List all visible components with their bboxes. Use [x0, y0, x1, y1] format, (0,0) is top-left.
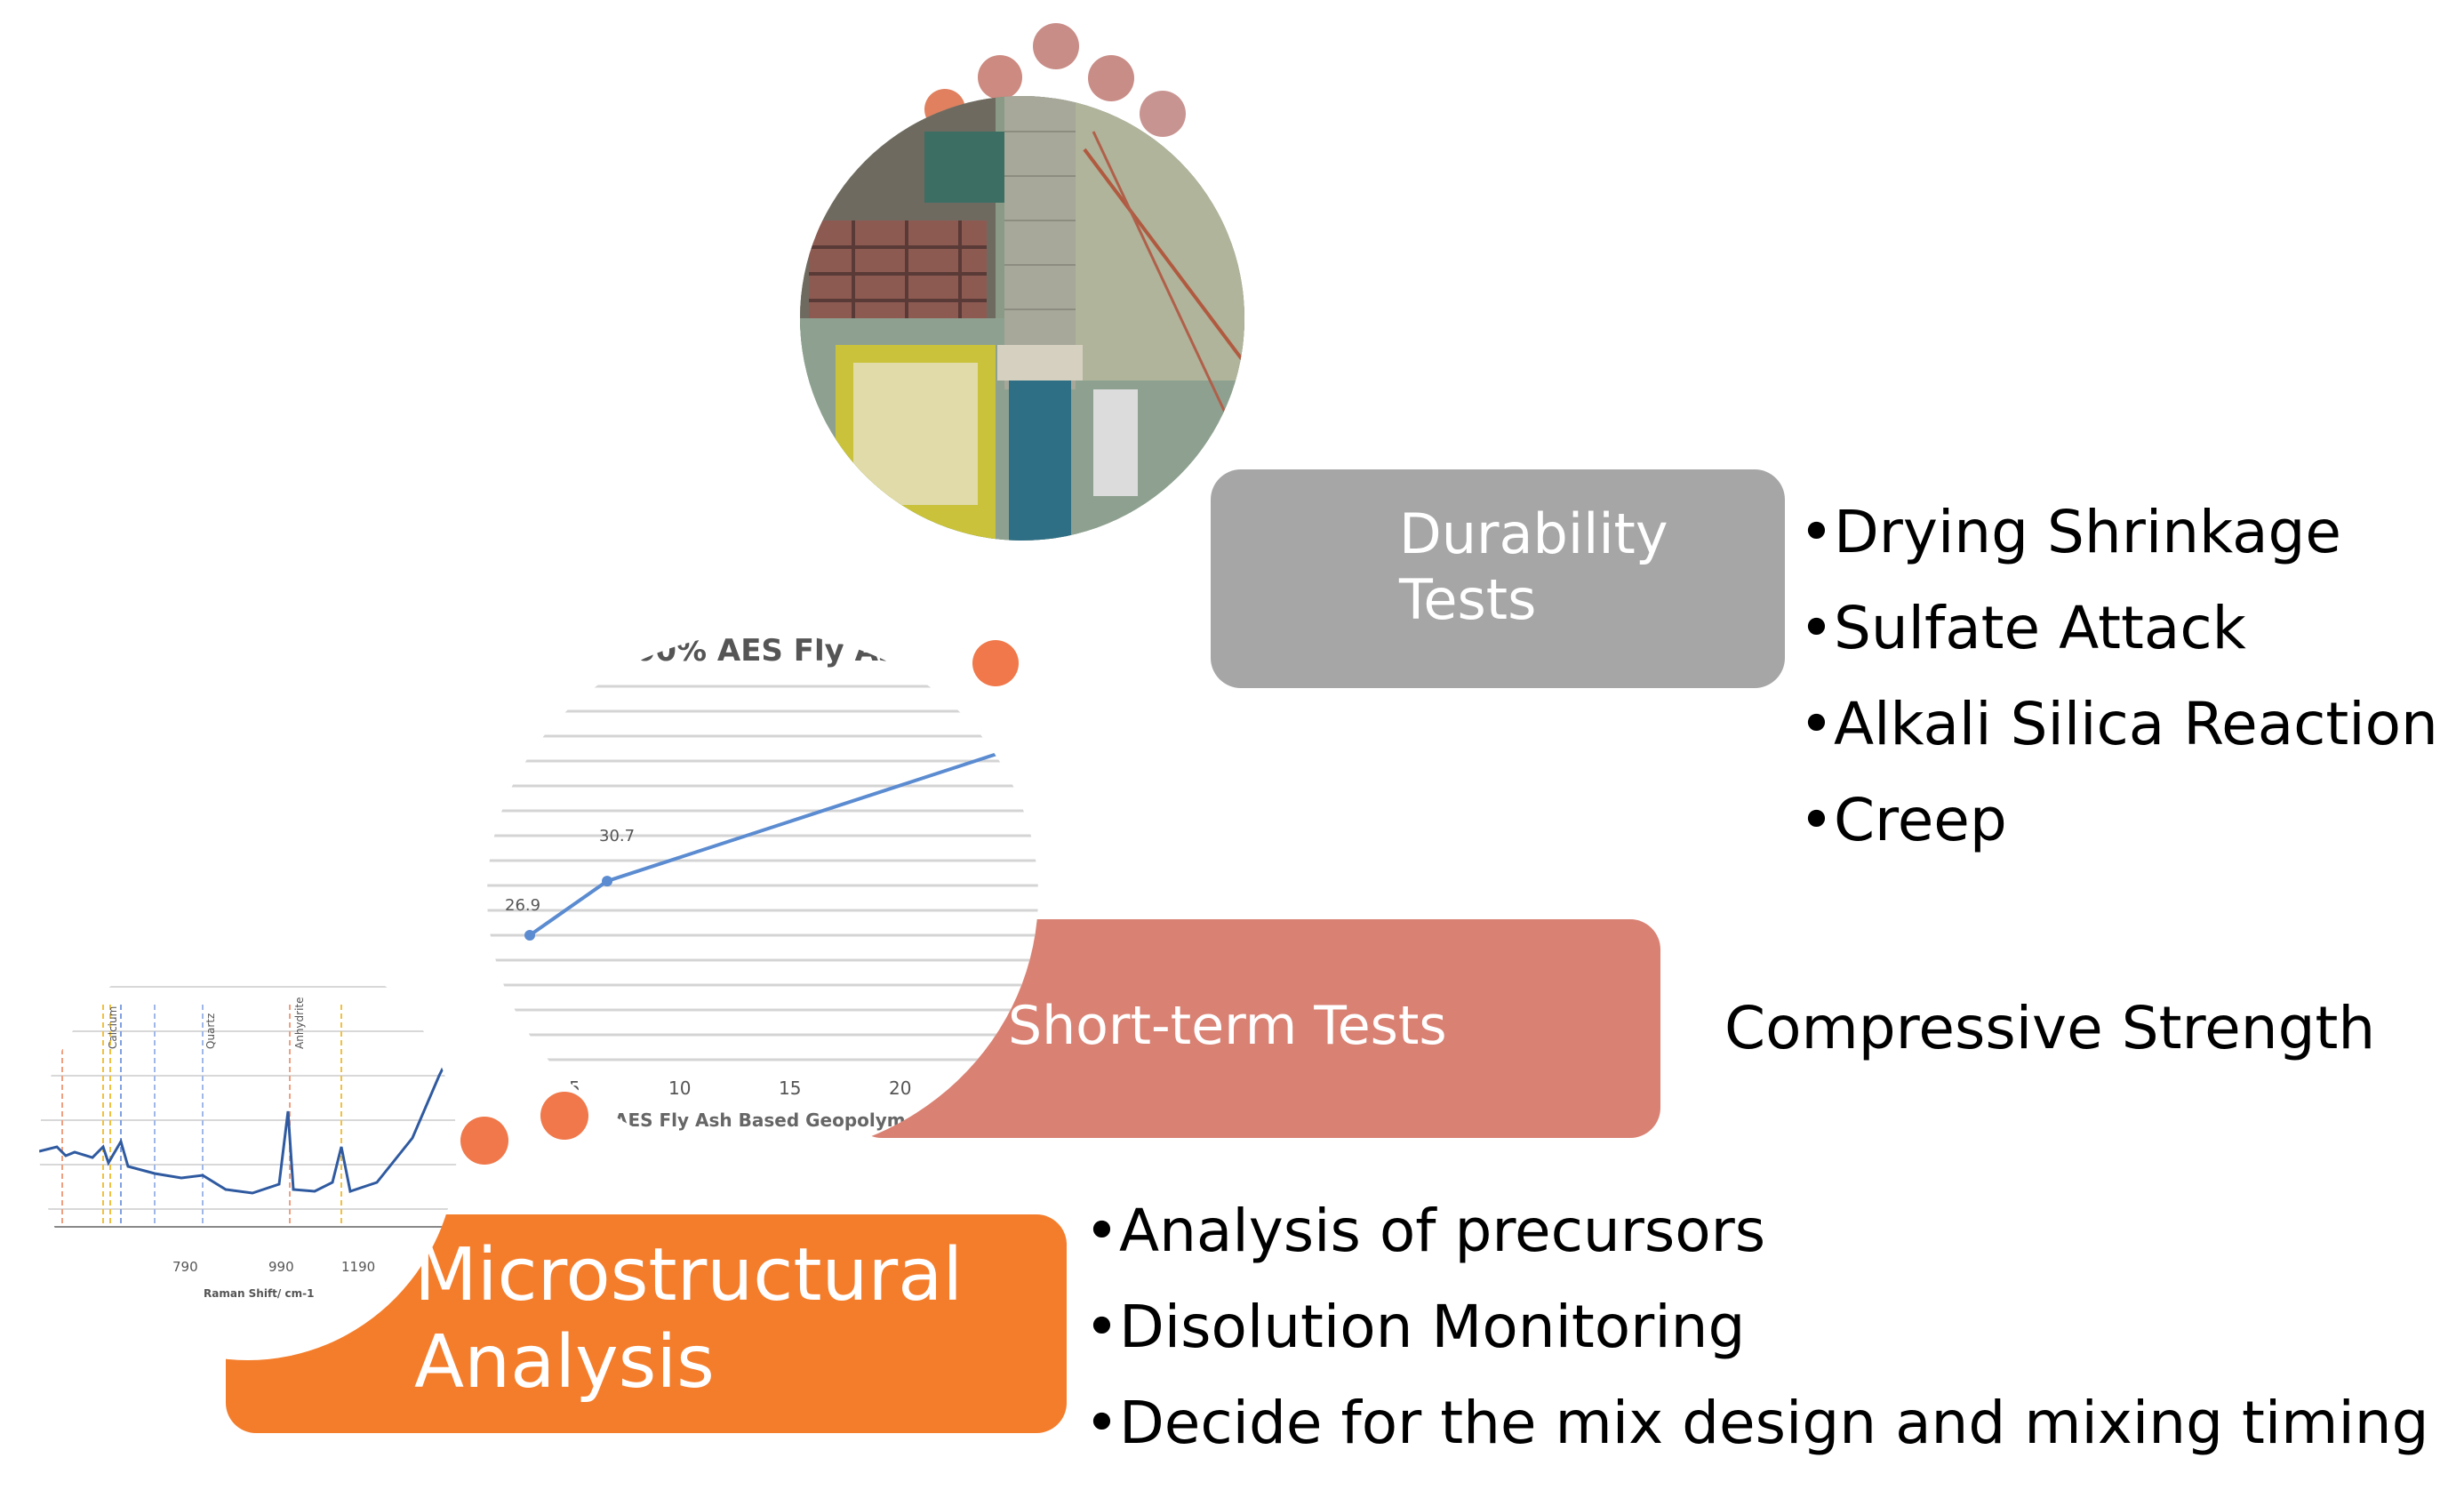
test-rig-photo-drawing: [800, 96, 1244, 541]
durability-label: Durability Tests: [1399, 501, 1668, 634]
connector-dot: [460, 1117, 508, 1165]
series-points: [524, 876, 613, 941]
microstructural-label-line2: Analysis: [414, 1320, 715, 1406]
data-point: [524, 930, 535, 941]
data-point: [602, 876, 613, 887]
microstructural-label: Microstructural Analysis: [414, 1232, 963, 1407]
raman-spectrum-line: [39, 1039, 457, 1195]
data-label: 30.7: [599, 827, 636, 845]
x-tick-label: 990: [268, 1259, 294, 1275]
list-item: Drying Shrinkage: [1799, 503, 2438, 562]
list-item: Sulfate Attack: [1799, 599, 2438, 658]
microstructural-list: Analysis of precursors Disolution Monito…: [1084, 1202, 2429, 1490]
chart-title: 100% AES Fly Ash: [613, 633, 918, 669]
chart-gridlines: [487, 685, 1038, 1061]
x-tick-label: 790: [172, 1259, 198, 1275]
connector-dot: [972, 640, 1019, 686]
list-item: Decide for the mix design and mixing tim…: [1084, 1394, 2429, 1453]
connector-dot: [540, 1092, 588, 1140]
peak-label: Quartz: [204, 1013, 217, 1049]
short-term-label: Short-term Tests: [1008, 995, 1447, 1057]
data-label: 26.9: [505, 896, 541, 915]
x-axis-label: Raman Shift/ cm-1: [204, 1287, 315, 1300]
test-rig-photo: [800, 96, 1244, 541]
connector-dot: [1088, 55, 1134, 101]
x-tick-label: 1190: [341, 1259, 376, 1275]
microstructural-label-line1: Microstructural: [414, 1233, 964, 1318]
connector-dot: [1033, 23, 1079, 69]
list-item: Alkali Silica Reaction: [1799, 695, 2438, 754]
list-item: Creep: [1799, 791, 2438, 850]
x-tick-label: 10: [668, 1077, 692, 1099]
short-term-item: Compressive Strength: [1724, 994, 2376, 1062]
x-tick-label: 20: [889, 1077, 912, 1099]
raman-spectrum-plot: [39, 986, 457, 1228]
raman-spectrum-chart: Calcium Quartz Anhydrite 790 990 1190 Ra…: [39, 933, 457, 1360]
durability-box: [1211, 469, 1785, 688]
peak-label: Anhydrite: [293, 997, 306, 1050]
durability-label-line2: Tests: [1399, 567, 1537, 633]
durability-test-list: Drying Shrinkage Sulfate Attack Alkali S…: [1799, 503, 2438, 887]
connector-dot: [978, 55, 1022, 100]
x-tick-label: 15: [779, 1077, 802, 1099]
x-axis-label: % AES Fly Ash Based Geopolym: [590, 1109, 906, 1131]
durability-label-line1: Durability: [1399, 501, 1668, 566]
x-tick-label: 5: [569, 1077, 580, 1099]
strength-chart-plot: [487, 685, 1038, 1061]
list-item: Disolution Monitoring: [1084, 1298, 2429, 1357]
list-item: Analysis of precursors: [1084, 1202, 2429, 1261]
strength-chart: 100% AES Fly Ash 26.9 30.7 5 10 15 20 % …: [487, 633, 1038, 1158]
peak-label: Calcium: [107, 1005, 119, 1049]
